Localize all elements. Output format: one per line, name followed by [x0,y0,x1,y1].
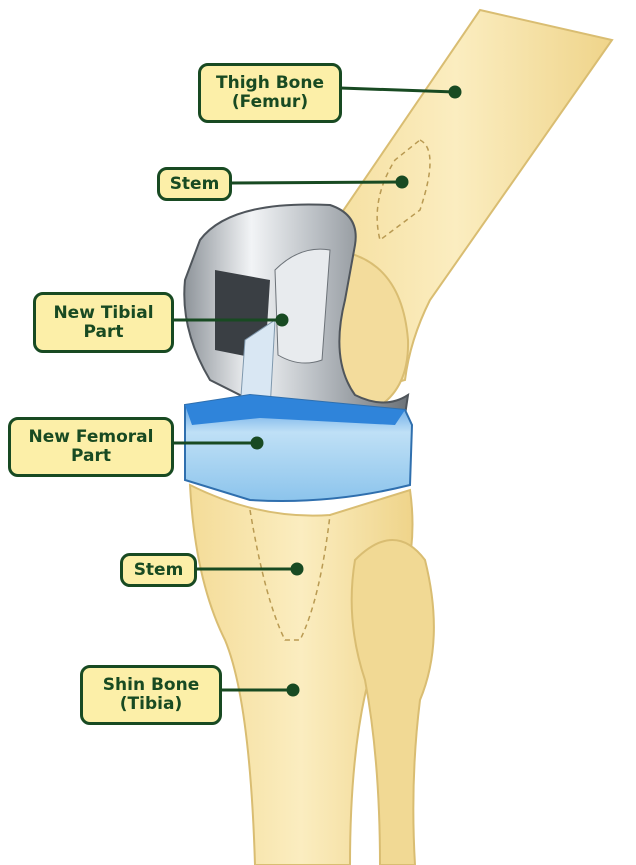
label-stem-lower: Stem [120,553,197,587]
label-stem-upper: Stem [157,167,232,201]
label-femoral-part: New Femoral Part [8,417,174,477]
leader-stem-upper [230,182,402,183]
label-femoral-part-line2: Part [71,447,111,466]
label-femur-line1: Thigh Bone [216,74,324,93]
label-tibia-line2: (Tibia) [120,695,182,714]
label-tibia-line1: Shin Bone [103,676,199,695]
label-tibial-part-line1: New Tibial [53,304,153,323]
label-femoral-part-line1: New Femoral [29,428,154,447]
label-femur: Thigh Bone (Femur) [198,63,342,123]
label-tibial-part: New Tibial Part [33,292,174,353]
label-stem-lower-text: Stem [134,561,184,580]
label-stem-upper-text: Stem [170,175,220,194]
label-tibia: Shin Bone (Tibia) [80,665,222,725]
metal-inner-right [275,249,330,363]
label-tibial-part-line2: Part [84,323,124,342]
label-femur-line2: (Femur) [232,93,308,112]
